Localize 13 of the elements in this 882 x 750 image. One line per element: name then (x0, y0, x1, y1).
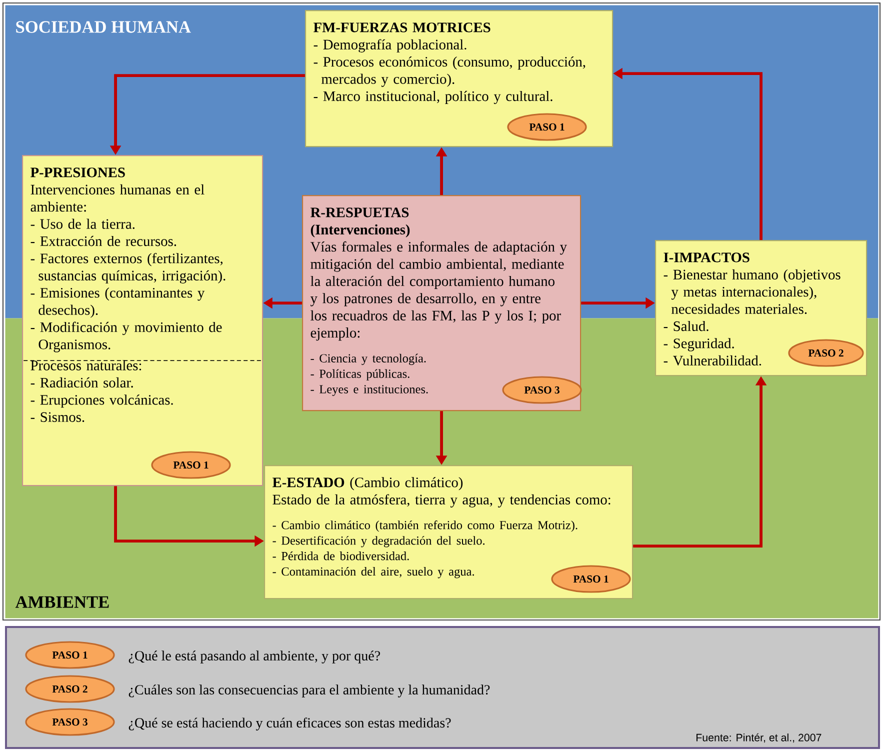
step-oval: PASO 3 (25, 708, 115, 736)
step-oval: PASO 3 (502, 376, 582, 404)
step-oval: PASO 1 (507, 113, 587, 141)
step-oval: PASO 2 (25, 675, 115, 703)
question-text: ¿Qué se está haciendo y cuán eficaces son estas medidas? (128, 718, 451, 730)
step-oval: PASO 1 (551, 565, 631, 593)
step-oval: PASO 1 (151, 451, 231, 479)
step-oval: PASO 2 (788, 339, 864, 367)
step-oval: PASO 1 (25, 641, 115, 669)
question-text: ¿Qué le está pasando al ambiente, y por qué? (128, 650, 380, 664)
source-note: Fuente: Pintér, et al., 2007 (696, 733, 822, 743)
legend-panel (5, 626, 880, 749)
question-text: ¿Cuáles son las consecuencias para el ambiente y la humanidad? (128, 684, 490, 698)
